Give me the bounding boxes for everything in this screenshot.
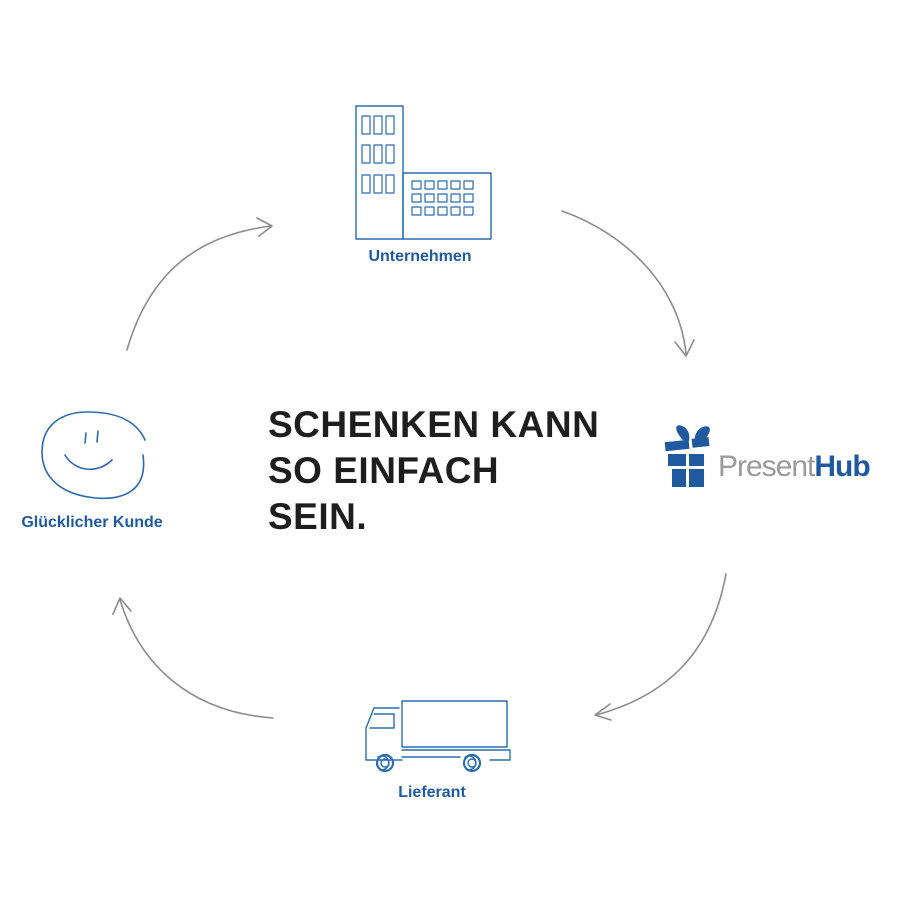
gift-box-icon: [664, 425, 710, 487]
presenthub-logo: PresentHub: [718, 449, 871, 485]
arrow-supplier-to-customer: [112, 597, 274, 719]
headline-line-2: SO EINFACH SEIN.: [268, 450, 500, 537]
building-icon: [355, 105, 492, 240]
headline-line-1: SCHENKEN KANN: [268, 404, 600, 445]
arrow-platform-to-supplier: [594, 573, 727, 721]
supplier-label: Lieferant: [398, 784, 466, 801]
logo-text-hub: Hub: [814, 450, 870, 483]
headline: SCHENKEN KANN SO EINFACH SEIN.: [268, 402, 608, 540]
logo-text-present: Present: [718, 450, 815, 483]
arrow-company-to-platform: [561, 210, 695, 357]
arrow-customer-to-company: [126, 217, 273, 351]
truck-icon: [365, 700, 511, 773]
company-label: Unternehmen: [368, 248, 472, 265]
customer-label: Glücklicher Kunde: [21, 514, 163, 531]
smiley-face-icon: [41, 411, 146, 500]
